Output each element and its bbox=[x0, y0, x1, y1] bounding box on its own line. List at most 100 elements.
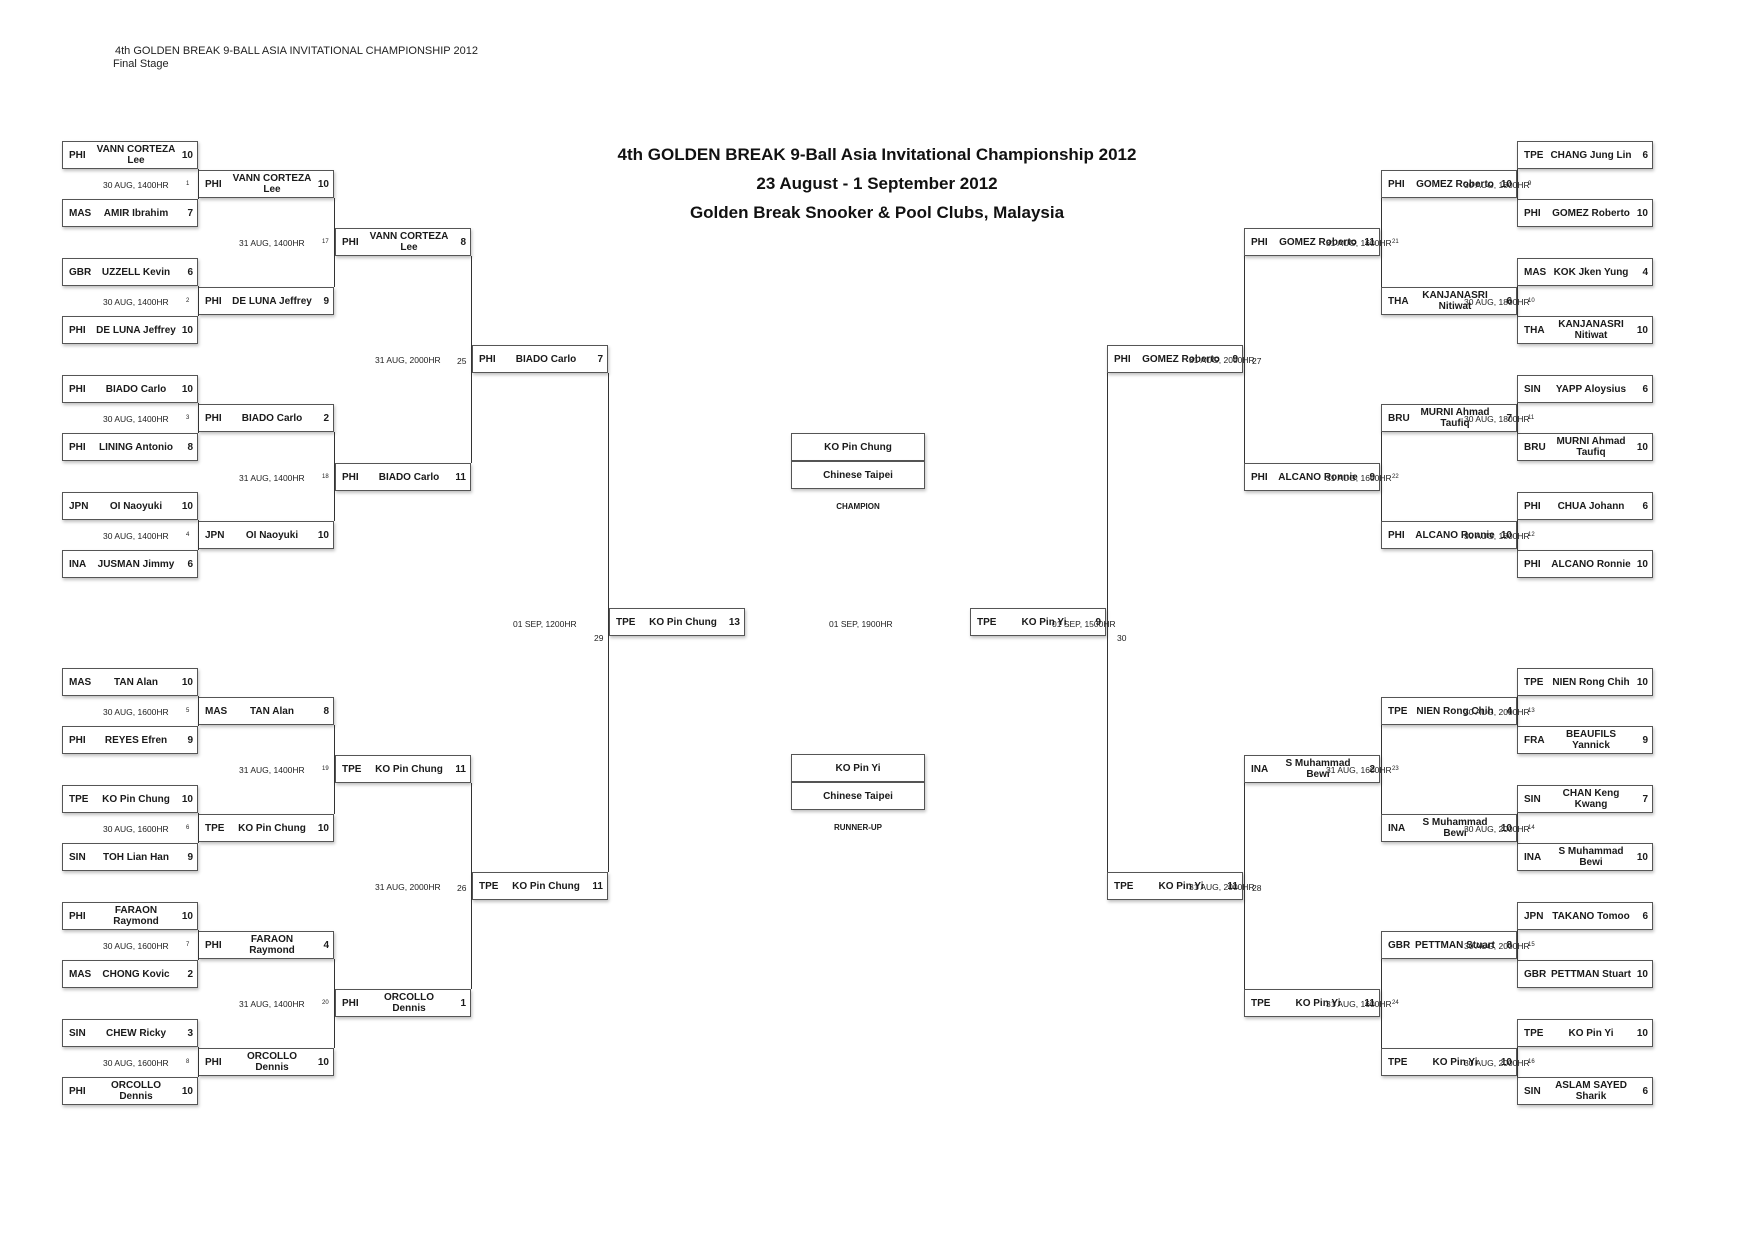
player-name: BIADO Carlo bbox=[105, 383, 167, 395]
match-time: 31 AUG, 1600HR bbox=[1326, 238, 1392, 248]
player-name: S Muhammad Bewi bbox=[1558, 846, 1624, 868]
player-score: 3 bbox=[187, 1027, 193, 1039]
player-country: PHI bbox=[1524, 500, 1541, 512]
player-score: 6 bbox=[1642, 500, 1648, 512]
player-country: PHI bbox=[69, 1085, 86, 1097]
bracket-connector bbox=[198, 520, 199, 550]
bracket-connector bbox=[198, 286, 199, 316]
bracket-connector bbox=[198, 813, 199, 843]
player-country: JPN bbox=[205, 529, 225, 541]
match-time: 30 AUG, 1800HR bbox=[1464, 531, 1530, 541]
player-country: PHI bbox=[1524, 207, 1541, 219]
player-name: BIADO Carlo bbox=[378, 471, 440, 483]
player-score: 10 bbox=[1636, 207, 1648, 219]
match-time: 30 AUG, 1400HR bbox=[103, 414, 169, 424]
player-name: MURNI Ahmad Taufiq bbox=[1556, 436, 1626, 458]
player-name: KO Pin Chung bbox=[102, 793, 170, 805]
player-country: TPE bbox=[1524, 149, 1544, 161]
player-name: KO Pin Yi bbox=[1295, 997, 1341, 1009]
match-time: 31 AUG, 2000HR bbox=[375, 355, 441, 365]
player-name: CHONG Kovic bbox=[102, 968, 170, 980]
player-score: 10 bbox=[317, 178, 329, 190]
player-country: TPE bbox=[977, 616, 997, 628]
player-score: 11 bbox=[1364, 236, 1375, 248]
bracket-connector bbox=[1381, 959, 1382, 1048]
player-name: ALCANO Ronnie bbox=[1278, 471, 1358, 483]
bracket-connector bbox=[334, 725, 335, 814]
player-country: TPE bbox=[1114, 880, 1134, 892]
bracket-connector bbox=[1517, 169, 1518, 199]
player-score: 11 bbox=[455, 763, 466, 775]
player-country: PHI bbox=[1388, 529, 1405, 541]
player-score: 8 bbox=[187, 441, 193, 453]
championship-dates: 23 August - 1 September 2012 bbox=[756, 174, 998, 193]
match-time: 30 AUG, 1400HR bbox=[103, 297, 169, 307]
player-country: SIN bbox=[1524, 1085, 1541, 1097]
player-score: 6 bbox=[1506, 295, 1512, 307]
player-country: PHI bbox=[342, 471, 359, 483]
match-time: 30 AUG, 2000HR bbox=[1464, 707, 1530, 717]
match-number: 27 bbox=[1252, 356, 1262, 366]
player-country: TPE bbox=[1388, 705, 1408, 717]
match-number: 13 bbox=[1528, 708, 1535, 714]
match-time: 30 AUG, 1400HR bbox=[103, 531, 169, 541]
runnerup-country: Chinese Taipei bbox=[791, 782, 925, 810]
player-name: KO Pin Chung bbox=[375, 763, 443, 775]
bracket-connector bbox=[334, 959, 335, 1048]
match-number: 6 bbox=[186, 825, 190, 831]
match-time: 30 AUG, 2000HR bbox=[1464, 1058, 1530, 1068]
match-number: 29 bbox=[594, 633, 604, 643]
sheet-header: 4th GOLDEN BREAK 9-BALL ASIA INVITATIONA… bbox=[113, 45, 478, 71]
champion-country: Chinese Taipei bbox=[791, 461, 925, 489]
player-country: PHI bbox=[205, 412, 222, 424]
player-score: 2 bbox=[323, 412, 329, 424]
player-score: 10 bbox=[317, 1056, 329, 1068]
player-country: PHI bbox=[1251, 236, 1268, 248]
player-score: 10 bbox=[181, 500, 193, 512]
player-country: THA bbox=[1524, 324, 1545, 336]
bracket-connector bbox=[1517, 286, 1518, 316]
player-country: PHI bbox=[1524, 558, 1541, 570]
player-country: INA bbox=[69, 558, 87, 570]
player-score: 10 bbox=[181, 910, 193, 922]
player-score: 9 bbox=[1642, 734, 1648, 746]
bracket-connector bbox=[1517, 930, 1518, 960]
match-time: 30 AUG, 2000HR bbox=[1464, 941, 1530, 951]
player-score: 9 bbox=[1369, 471, 1375, 483]
player-score: 6 bbox=[187, 558, 193, 570]
player-name: TOH Lian Han bbox=[103, 851, 169, 863]
player-score: 8 bbox=[1506, 939, 1512, 951]
player-score: 6 bbox=[1642, 1085, 1648, 1097]
player-name: ORCOLLO Dennis bbox=[111, 1080, 161, 1102]
match-number: 2 bbox=[186, 298, 190, 304]
match-number: 19 bbox=[322, 766, 329, 772]
player-name: ORCOLLO Dennis bbox=[384, 992, 434, 1014]
match-time: 30 AUG, 1600HR bbox=[103, 824, 169, 834]
player-country: SIN bbox=[1524, 793, 1541, 805]
player-name: DE LUNA Jeffrey bbox=[232, 295, 312, 307]
player-score: 11 bbox=[592, 880, 603, 892]
player-country: PHI bbox=[69, 383, 86, 395]
bracket-connector bbox=[198, 403, 199, 433]
player-name: S Muhammad Bewi bbox=[1422, 817, 1488, 839]
player-name: KO Pin Yi bbox=[1021, 616, 1067, 628]
match-time: 31 AUG, 1600HR bbox=[1326, 765, 1392, 775]
header-line1: 4th GOLDEN BREAK 9-BALL ASIA INVITATIONA… bbox=[115, 45, 478, 57]
match-time: 30 AUG, 2000HR bbox=[1464, 824, 1530, 834]
